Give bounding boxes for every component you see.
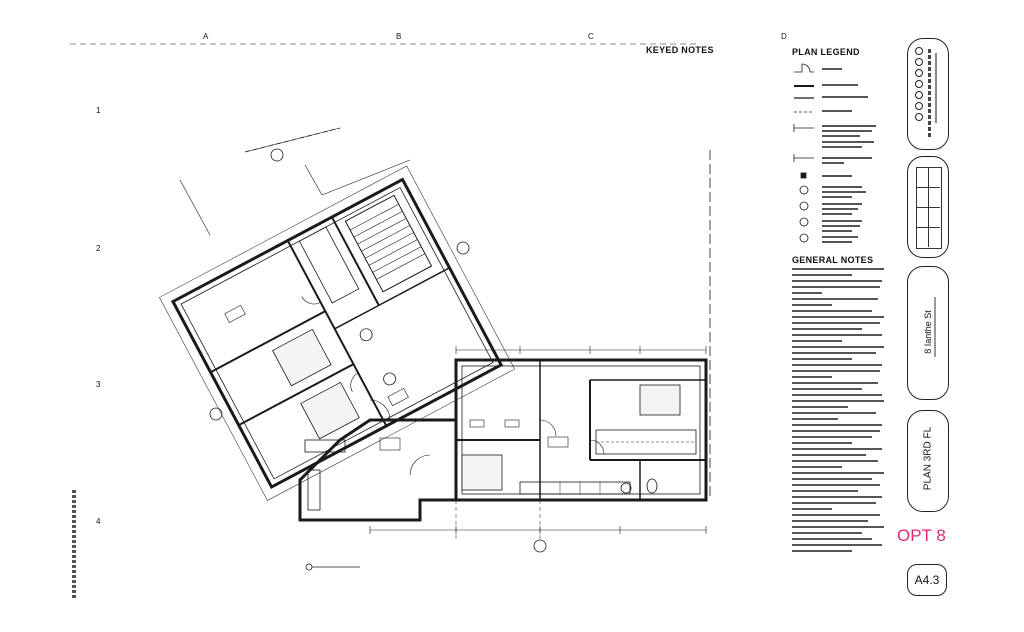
vertical-stamp: [72, 490, 76, 600]
plan-title: PLAN 3RD FL: [922, 426, 934, 491]
plan-title-block: PLAN 3RD FL: [907, 410, 949, 512]
sheet-number: A4.3: [907, 564, 947, 596]
grid-label-b: B: [396, 32, 402, 41]
revision-block: [907, 156, 949, 258]
stair: [344, 194, 433, 293]
plan-legend-title: PLAN LEGEND: [792, 47, 860, 57]
firm-logo-block: [907, 38, 949, 150]
firm-logo-dots: [915, 47, 923, 121]
grid-label-2: 2: [96, 244, 101, 253]
grid-label-3: 3: [96, 380, 101, 389]
plan-legend-symbols: [793, 63, 876, 243]
general-notes-title: GENERAL NOTES: [792, 255, 874, 265]
general-notes-text: [792, 268, 888, 552]
grid-label-1: 1: [96, 106, 101, 115]
connector-wing-outline: [298, 418, 458, 522]
grid-label-a: A: [203, 32, 209, 41]
option-label: OPT 8: [897, 526, 946, 545]
grid-label-d: D: [781, 32, 787, 41]
project-address-block: 8 Ianthe St: [907, 266, 949, 400]
project-address: 8 Ianthe St: [923, 310, 933, 354]
grid-label-c: C: [588, 32, 594, 41]
grid-label-4: 4: [96, 517, 101, 526]
keyed-notes-title: KEYED NOTES: [646, 45, 714, 55]
